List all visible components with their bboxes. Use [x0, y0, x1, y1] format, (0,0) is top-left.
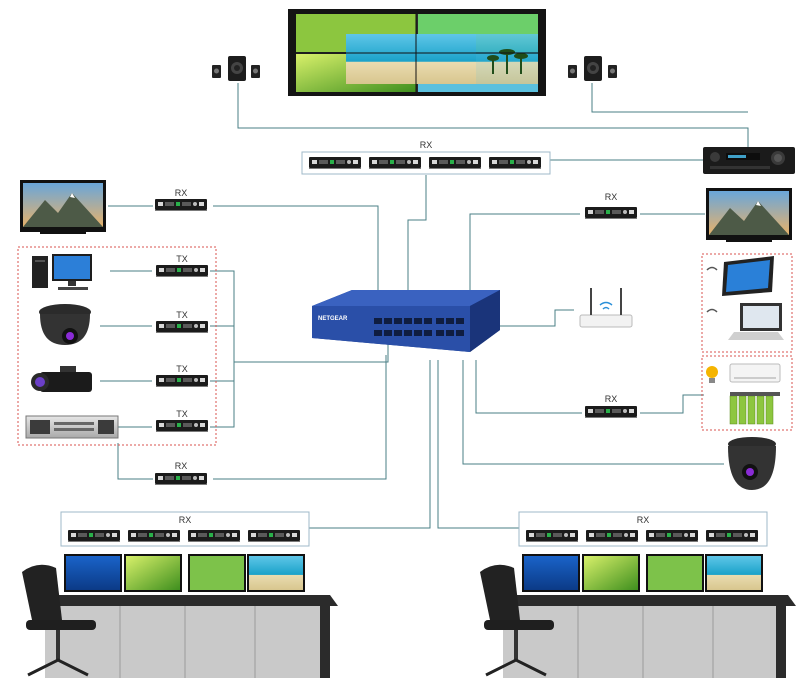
- local-rx: RX: [154, 461, 208, 485]
- light-bulb-icon: [706, 366, 718, 383]
- right-tv-rx: RX: [584, 192, 638, 219]
- svg-text:RX: RX: [605, 192, 618, 202]
- air-conditioner-icon: [729, 363, 781, 383]
- left-tv-rx: RX: [154, 188, 208, 211]
- wifi-router-icon: [579, 288, 633, 328]
- battery-bank-icon: [729, 392, 780, 425]
- right-speakers-icon: [568, 56, 617, 81]
- iot-group-frame: [701, 355, 793, 431]
- link-switch-iot-rx: [475, 360, 582, 414]
- link-switch-local-rx: [213, 355, 387, 480]
- right-console-rx-group: RX: [518, 511, 768, 547]
- svg-text:TX: TX: [176, 310, 188, 320]
- ip-camera-icon: [728, 437, 776, 490]
- link-switch-left-console: [309, 360, 431, 529]
- right-tv-icon: [706, 188, 792, 242]
- dome-camera-icon: [39, 304, 91, 345]
- right-console-monitors: [522, 554, 763, 592]
- svg-text:TX: TX: [176, 254, 188, 264]
- svg-text:RX: RX: [605, 394, 618, 404]
- svg-text:RX: RX: [175, 188, 188, 198]
- top-rx-label: RX: [420, 140, 433, 150]
- link-switch-top-rx: [407, 175, 427, 300]
- left-console-monitors: [64, 554, 305, 592]
- link-local-rx: [117, 443, 153, 480]
- network-switch-icon: NETGEAR: [312, 290, 500, 352]
- svg-text:RX: RX: [175, 461, 188, 471]
- link-switch-left-rx: [213, 205, 379, 300]
- iot-rx: RX: [584, 394, 638, 418]
- link-iot-rx-panel: [640, 394, 704, 414]
- link-switch-router: [497, 309, 574, 327]
- link-switch-right-console: [437, 360, 520, 529]
- video-wall: [288, 9, 546, 96]
- wireless-group-frame: [701, 253, 793, 353]
- svg-text:TX: TX: [176, 409, 188, 419]
- link-switch-right-rx: [469, 213, 580, 310]
- link-left-speaker: [237, 83, 749, 148]
- link-right-speaker: [591, 83, 748, 113]
- left-console-desk: [30, 595, 338, 678]
- right-office-chair-icon: [480, 564, 554, 677]
- left-console-rx-group: RX: [60, 511, 310, 547]
- link-switch-ipcam: [462, 360, 724, 465]
- source-group-frame: [17, 246, 217, 446]
- left-speakers-icon: [212, 56, 260, 81]
- connection-lines: [100, 83, 749, 529]
- laptop-icon: [706, 303, 784, 340]
- tablet-icon: [706, 256, 774, 296]
- left-office-chair-icon: [22, 564, 96, 677]
- svg-text:TX: TX: [176, 364, 188, 374]
- right-console-desk: [488, 595, 796, 678]
- link-tx-bus-switch: [234, 342, 389, 363]
- tx-units: TX TX TX TX: [155, 254, 209, 432]
- top-rx-group: RX: [301, 140, 551, 175]
- camcorder-icon: [31, 366, 92, 392]
- left-tv-icon: [20, 180, 106, 234]
- server-icon: [25, 415, 119, 439]
- pc-icon: [32, 254, 92, 290]
- av-receiver-icon: [703, 147, 795, 174]
- svg-text:RX: RX: [179, 515, 192, 525]
- switch-brand: NETGEAR: [318, 316, 348, 322]
- svg-text:RX: RX: [637, 515, 650, 525]
